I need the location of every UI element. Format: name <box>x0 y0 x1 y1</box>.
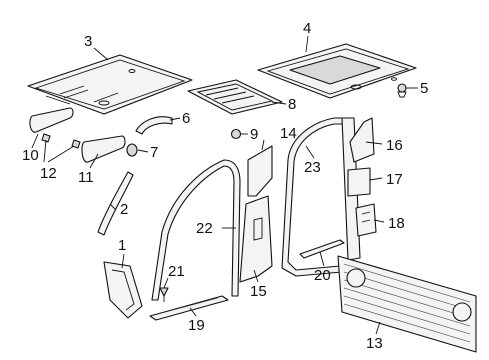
callout-14: 14 <box>280 125 297 142</box>
callout-16: 16 <box>386 137 403 154</box>
part-knob-7 <box>126 143 138 157</box>
callout-20: 20 <box>314 267 331 284</box>
callout-8: 8 <box>288 96 296 113</box>
callout-12: 12 <box>40 165 57 182</box>
callout-18: 18 <box>388 215 405 232</box>
part-lower-pillar-trim <box>103 261 143 319</box>
part-sill-plate-front <box>149 295 229 321</box>
callout-2: 2 <box>120 201 128 218</box>
callout-5: 5 <box>420 80 428 97</box>
callout-13: 13 <box>366 335 383 352</box>
callout-15: 15 <box>250 283 267 300</box>
callout-19: 19 <box>188 317 205 334</box>
part-front-door-weatherstrip <box>151 159 241 301</box>
part-screw-21 <box>159 287 169 302</box>
callout-23: 23 <box>304 159 321 176</box>
callout-1: 1 <box>118 237 126 254</box>
part-sill-plate-rear <box>299 239 345 259</box>
part-quarter-trim-panel <box>347 167 371 197</box>
part-windshield-pillar-trim <box>97 171 134 236</box>
part-b-pillar-lower <box>239 195 273 283</box>
part-bracket-18 <box>355 203 377 237</box>
part-b-pillar-upper <box>247 145 273 197</box>
part-roof-console <box>187 79 283 115</box>
part-clip-9 <box>230 128 242 140</box>
callout-labels: 3 4 5 6 7 8 9 10 11 12 2 1 21 19 22 14 1… <box>22 20 428 352</box>
part-headliner-right <box>257 43 417 99</box>
callout-22: 22 <box>196 220 213 237</box>
part-visor-clip <box>41 133 81 149</box>
callout-10: 10 <box>22 147 39 164</box>
callout-9: 9 <box>250 126 258 143</box>
part-headliner-left <box>27 54 193 115</box>
part-grab-handle <box>135 116 173 135</box>
leader-lines <box>31 35 418 335</box>
callout-6: 6 <box>182 110 190 127</box>
callout-4: 4 <box>303 20 311 37</box>
part-quarter-trim-upper <box>349 117 375 163</box>
callout-3: 3 <box>84 33 92 50</box>
part-back-panel <box>337 255 477 353</box>
callout-21: 21 <box>168 263 185 280</box>
callout-11: 11 <box>78 169 94 186</box>
part-clip-5 <box>397 83 407 98</box>
part-sun-visor-left <box>29 107 74 133</box>
callout-17: 17 <box>386 171 403 188</box>
callout-7: 7 <box>150 144 158 161</box>
part-sun-visor-right <box>81 135 126 163</box>
